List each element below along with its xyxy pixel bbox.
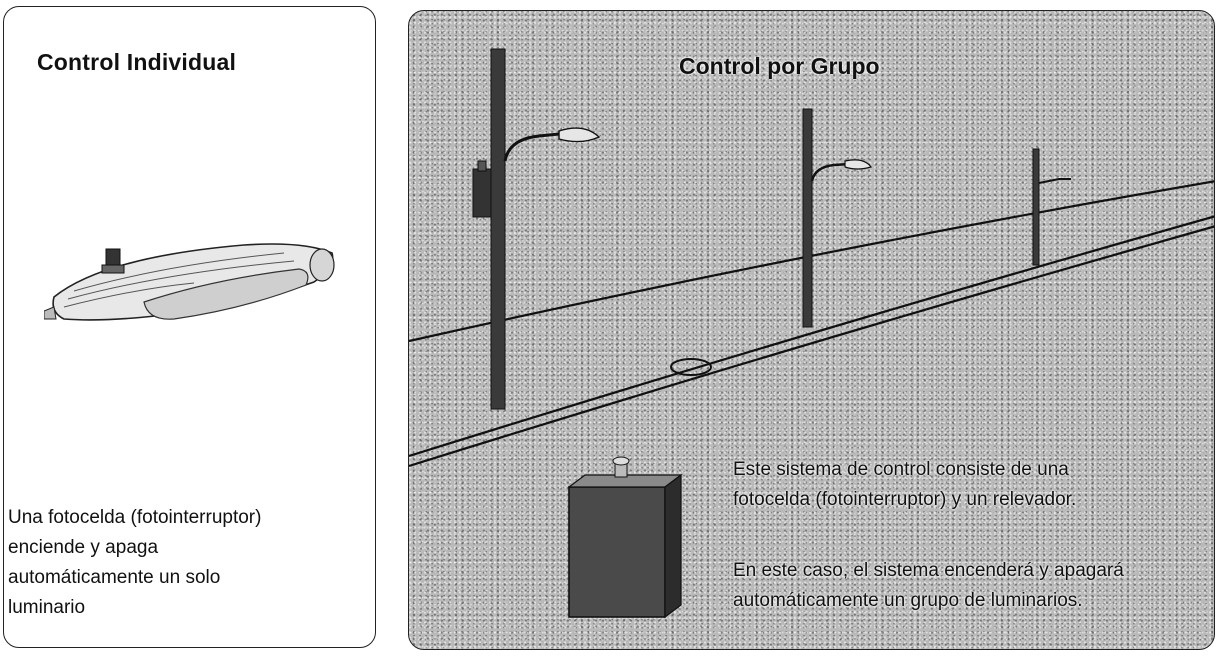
group-paragraph-line: Este sistema de control consiste de una: [733, 459, 1069, 480]
group-control-panel: Control por Grupo Este sistema de contro…: [408, 10, 1215, 650]
group-control-paragraph-1: Este sistema de control consiste de una …: [733, 455, 1076, 515]
street-pole-2: [802, 108, 872, 328]
individual-control-description: Una fotocelda (fotointerruptor) enciende…: [8, 503, 368, 623]
individual-description-line: enciende y apaga: [8, 537, 159, 558]
group-paragraph-line: fotocelda (fotointerruptor) y un relevad…: [733, 489, 1077, 510]
street-pole-1: [472, 48, 601, 410]
group-control-title: Control por Grupo: [679, 53, 880, 79]
group-control-scene: [409, 48, 1214, 619]
group-paragraph-line: En este caso, el sistema encenderá y apa…: [733, 560, 1124, 581]
individual-description-line: luminario: [8, 597, 86, 618]
individual-description-line: Una fotocelda (fotointerruptor): [8, 507, 262, 528]
group-paragraph-line: automáticamente un grupo de luminarios.: [733, 590, 1083, 611]
individual-description-line: automáticamente un solo: [8, 567, 221, 588]
individual-control-title: Control Individual: [37, 49, 237, 75]
individual-control-panel: Control Individual Una fotocelda (fotoin…: [3, 6, 376, 648]
group-control-paragraph-2: En este caso, el sistema encenderá y apa…: [733, 556, 1124, 616]
street-pole-3: [1032, 148, 1071, 266]
luminaire-illustration: [44, 243, 335, 321]
relay-box: [567, 456, 683, 619]
